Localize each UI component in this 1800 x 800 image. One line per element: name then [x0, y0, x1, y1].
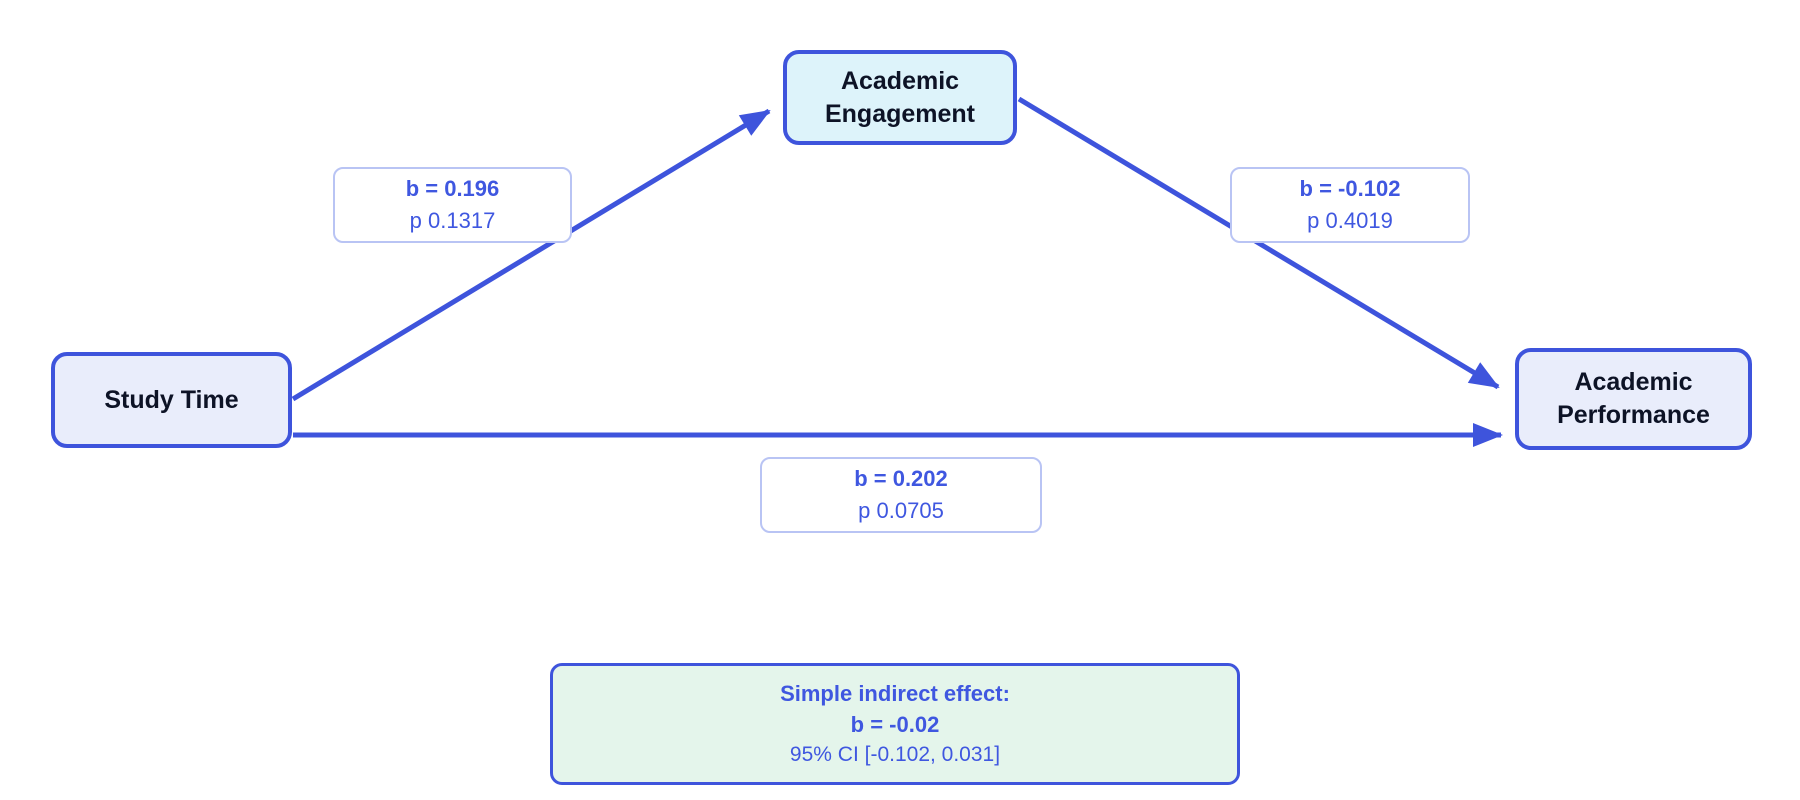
indirect-effect-title: Simple indirect effect: — [780, 680, 1010, 706]
path-b-arrow — [1017, 96, 1500, 390]
path-b-label: b = -0.102 p 0.4019 — [1230, 167, 1470, 243]
path-b-coefficient: b = -0.102 — [1299, 176, 1401, 202]
node-academic-engagement-line1: Academic — [840, 66, 960, 95]
node-study-time: Study Time — [51, 352, 292, 448]
indirect-effect-ci: 95% CI [-0.102, 0.031] — [789, 743, 1001, 767]
node-academic-performance: Academic Performance — [1515, 348, 1752, 450]
path-a-arrow — [291, 108, 771, 402]
path-c-coefficient: b = 0.202 — [854, 466, 948, 492]
node-academic-engagement-line2: Engagement — [824, 99, 976, 128]
path-a-label: b = 0.196 p 0.1317 — [333, 167, 572, 243]
node-study-time-label: Study Time — [104, 385, 239, 414]
path-b-pvalue: p 0.4019 — [1307, 208, 1393, 233]
path-c-pvalue: p 0.0705 — [858, 498, 944, 523]
path-a-coefficient: b = 0.196 — [405, 176, 500, 202]
indirect-effect-box: Simple indirect effect: b = -0.02 95% CI… — [550, 663, 1240, 785]
node-academic-performance-line2: Performance — [1557, 401, 1710, 429]
path-c-label: b = 0.202 p 0.0705 — [760, 457, 1042, 533]
node-academic-engagement: Academic Engagement — [783, 50, 1017, 145]
node-academic-performance-line1: Academic — [1574, 368, 1693, 396]
path-a-pvalue: p 0.1317 — [409, 208, 496, 233]
indirect-effect-coefficient: b = -0.02 — [850, 712, 940, 738]
